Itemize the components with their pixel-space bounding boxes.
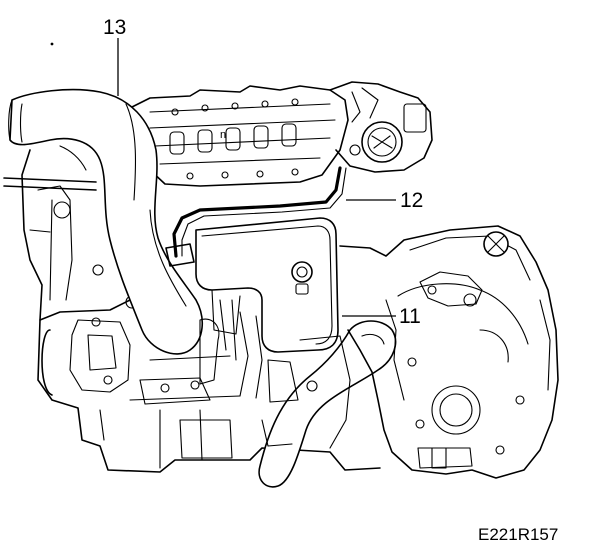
speck — [50, 42, 54, 46]
callout-13: 13 — [103, 16, 126, 39]
left-rods — [3, 177, 97, 191]
engine-block — [21, 149, 381, 473]
intake-hose — [8, 88, 203, 355]
figure-reference: E221R157 — [478, 525, 558, 544]
gearbox-housing — [339, 225, 559, 479]
ventilation-line — [165, 166, 347, 267]
lower-hoses — [199, 311, 397, 488]
callout-11: 11 — [399, 305, 421, 328]
casting-mark: n — [220, 129, 226, 141]
throttle-body — [329, 81, 433, 173]
expansion-tank — [195, 217, 339, 361]
rocker-cover: n — [129, 85, 349, 187]
callout-12: 12 — [400, 189, 423, 212]
leader-lines — [117, 38, 396, 317]
